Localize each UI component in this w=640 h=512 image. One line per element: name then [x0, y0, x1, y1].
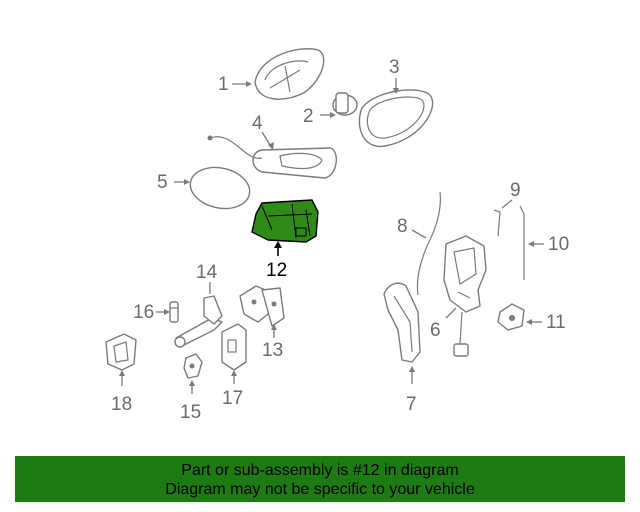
part-14-door-check: 14	[174, 262, 223, 348]
callout-5: 5	[157, 172, 168, 193]
callout-13: 13	[262, 340, 283, 361]
part-11-bracket: 11	[497, 303, 566, 333]
part-7-channel: 7	[383, 282, 421, 415]
banner-line-2: Diagram may not be specific to your vehi…	[165, 481, 475, 498]
part-13-hinge: 13	[239, 285, 285, 361]
callout-18: 18	[111, 394, 132, 415]
callout-7: 7	[406, 394, 417, 415]
part-9-clip: 9	[493, 180, 521, 237]
part-18-bracket: 18	[105, 333, 137, 415]
part-3-bezel: 3	[358, 57, 434, 148]
part-15-pin: 15	[180, 353, 203, 423]
part-17-striker: 17	[221, 323, 247, 409]
banner-line-1: Part or sub-assembly is #12 in diagram	[181, 462, 459, 479]
callout-1: 1	[218, 74, 229, 95]
callout-10: 10	[548, 234, 569, 255]
callout-11: 11	[546, 312, 566, 333]
callout-6: 6	[430, 320, 441, 341]
callout-4: 4	[252, 113, 263, 134]
disclaimer-banner: Part or sub-assembly is #12 in diagram D…	[15, 456, 625, 502]
part-5-seal: 5	[157, 166, 251, 210]
callout-2: 2	[303, 106, 314, 127]
part-12-latch-actuator: 12	[251, 199, 319, 281]
part-2-lock-cylinder: 2	[303, 92, 358, 127]
callout-12: 12	[266, 260, 287, 281]
parts-diagram: 1 2 3 4 5 12	[105, 48, 569, 423]
callout-14: 14	[196, 262, 218, 283]
callout-8: 8	[397, 216, 408, 237]
part-1-outside-handle: 1	[218, 48, 325, 100]
part-8-rod: 8	[397, 191, 441, 296]
part-4-inside-handle: 4	[207, 113, 337, 179]
part-10-rod: 10	[519, 205, 569, 280]
callout-17: 17	[222, 388, 243, 409]
part-16-bolt: 16	[133, 301, 179, 323]
callout-15: 15	[180, 402, 201, 423]
part-6-door-latch: 6	[430, 235, 487, 357]
callout-9: 9	[510, 180, 521, 201]
callout-3: 3	[389, 57, 400, 78]
callout-16: 16	[133, 302, 154, 323]
